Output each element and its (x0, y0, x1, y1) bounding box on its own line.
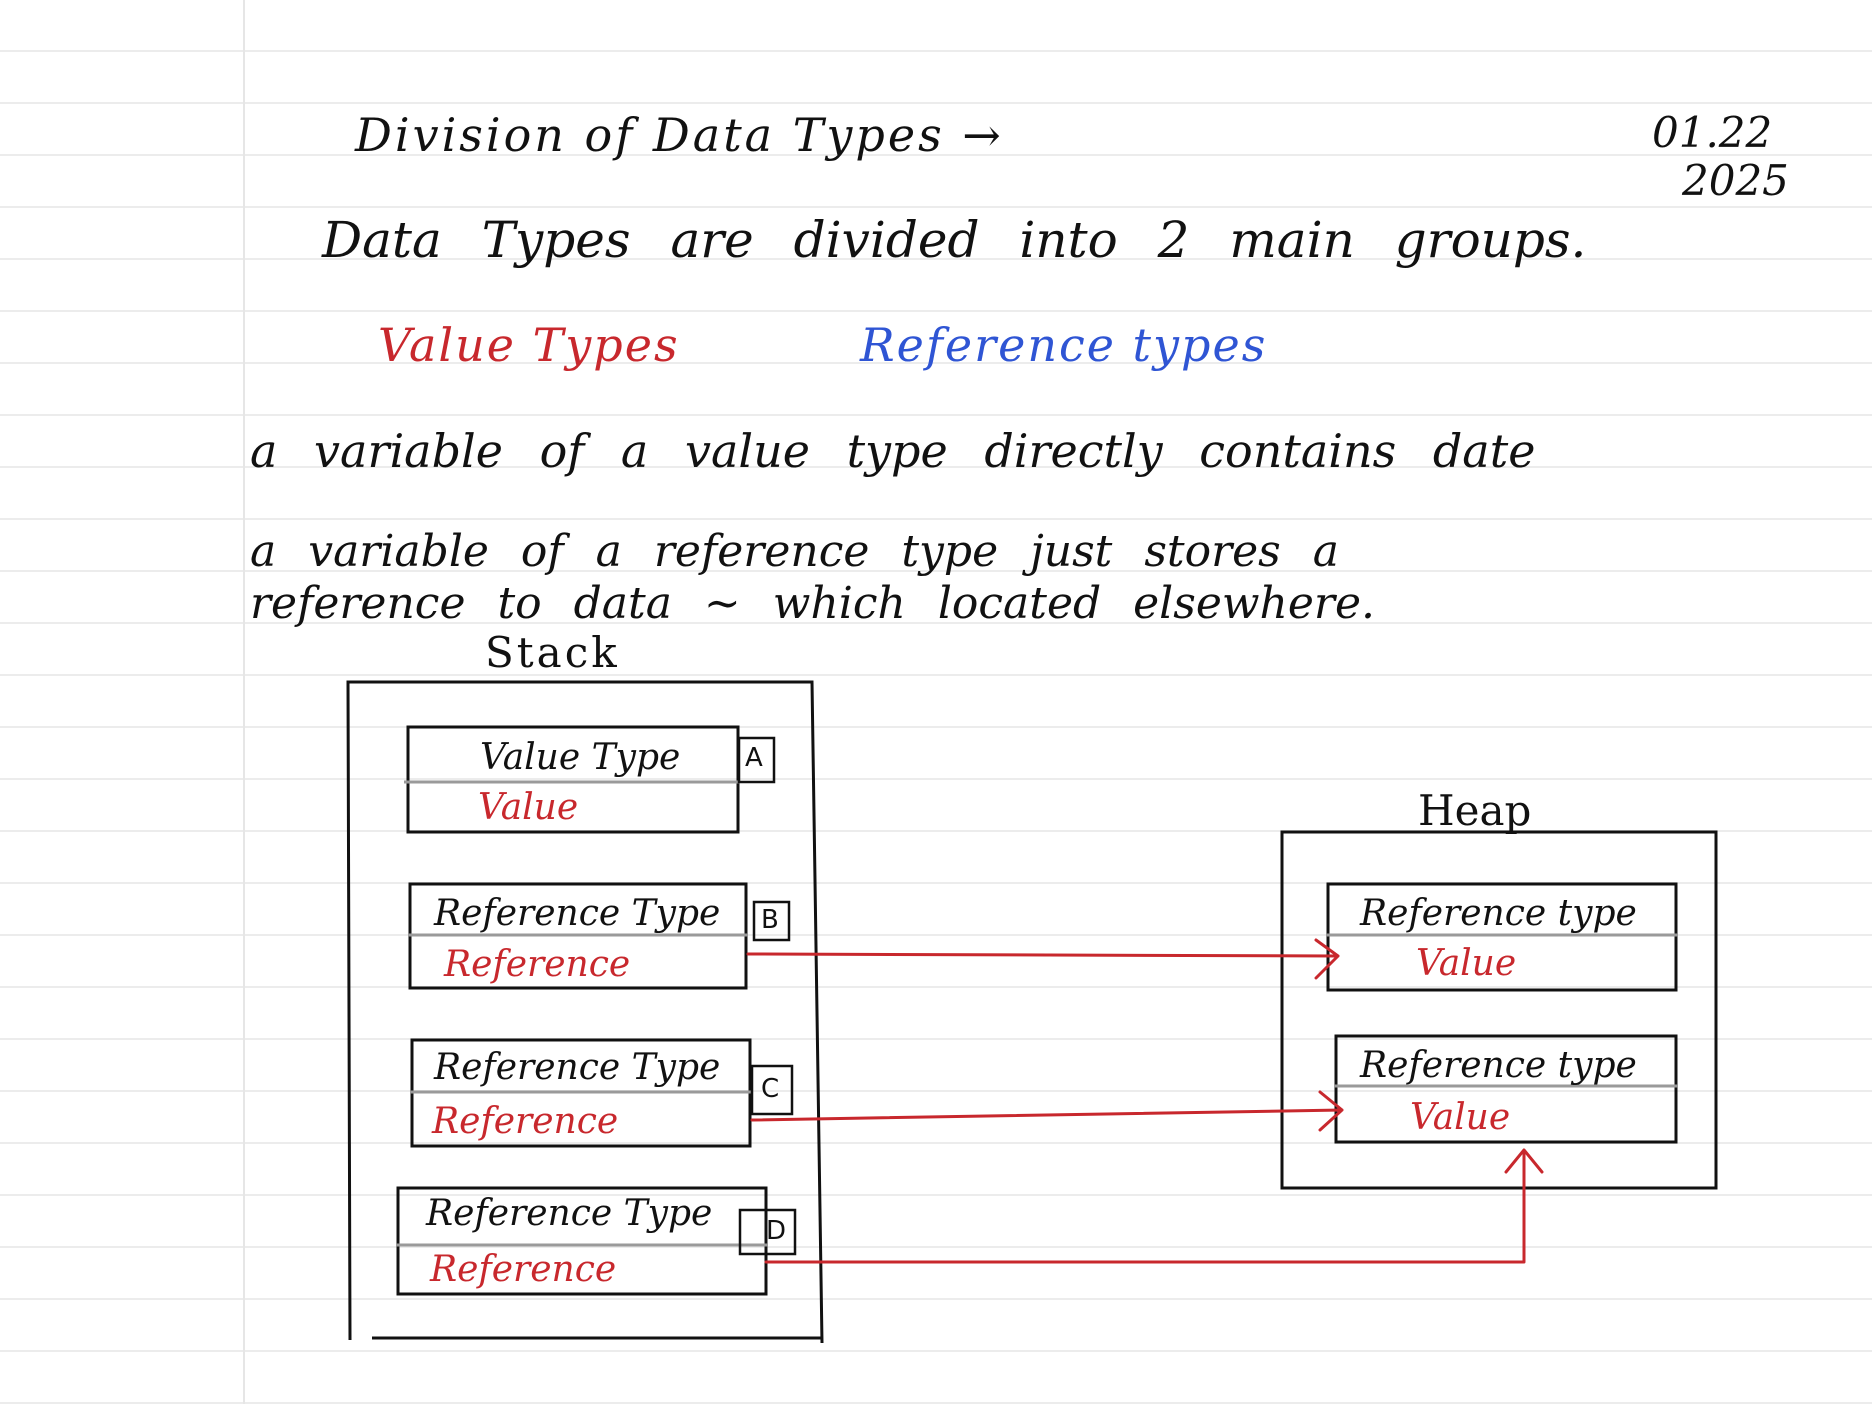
arrow-b-to-heap-1 (746, 938, 1340, 980)
tag-b: B (761, 905, 779, 935)
tag-box-b (752, 900, 791, 942)
heap-label: Heap (1418, 786, 1532, 835)
page-title: Division of Data Types → (355, 108, 1004, 162)
tag-box-d (738, 1208, 797, 1256)
tag-d: D (766, 1216, 787, 1246)
stack-box-d-type: Reference Type (426, 1193, 713, 1234)
stack-label: Stack (485, 628, 620, 677)
stack-container (346, 680, 824, 1344)
stack-box-c-type: Reference Type (434, 1047, 721, 1088)
heap-box-2 (1334, 1034, 1678, 1144)
date-line-2: 2025 (1682, 156, 1789, 205)
reference-type-definition-line-2: reference to data ~ which located elsewh… (250, 578, 1375, 629)
arrow-c-to-heap-2 (750, 1090, 1344, 1132)
stack-box-b-content: Reference (444, 944, 631, 985)
stack-box-b-type: Reference Type (434, 893, 721, 934)
groups-sentence: Data Types are divided into 2 main group… (322, 211, 1587, 269)
stack-box-a-content: Value (478, 787, 579, 828)
heap-box-1-content: Value (1416, 943, 1517, 984)
value-type-definition: a variable of a value type directly cont… (250, 424, 1536, 478)
stack-box-a-type: Value Type (480, 737, 681, 778)
arrow-d-to-heap-2 (764, 1148, 1544, 1264)
stack-box-a (404, 725, 776, 834)
reference-types-heading: Reference types (860, 318, 1268, 372)
value-types-heading: Value Types (378, 318, 680, 372)
heap-box-2-type: Reference type (1360, 1045, 1637, 1086)
heap-container (1280, 830, 1718, 1190)
date-line-1: 01.22 (1652, 108, 1773, 157)
stack-box-d-content: Reference (430, 1249, 617, 1290)
heap-box-1-type: Reference type (1360, 893, 1637, 934)
stack-box-d (396, 1186, 797, 1296)
tag-c: C (761, 1074, 780, 1104)
tag-a: A (745, 743, 763, 773)
tag-box-a (737, 736, 776, 784)
heap-box-2-content: Value (1410, 1097, 1511, 1138)
reference-type-definition-line-1: a variable of a reference type just stor… (250, 526, 1339, 577)
tag-box-c (750, 1064, 794, 1116)
stack-box-b (408, 882, 791, 990)
stack-box-c (410, 1038, 794, 1148)
stack-box-c-content: Reference (432, 1101, 619, 1142)
heap-box-1 (1326, 882, 1678, 992)
